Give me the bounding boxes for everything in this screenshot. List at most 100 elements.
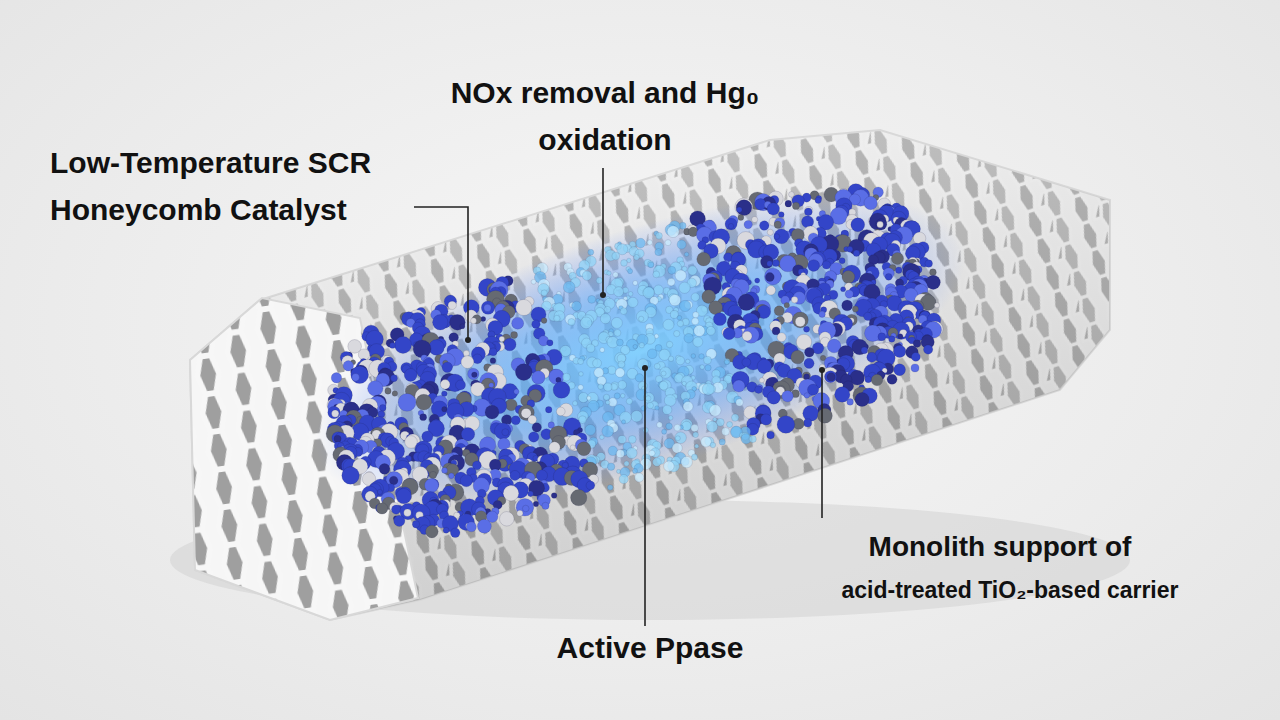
leader-line xyxy=(644,368,646,626)
leader-dot xyxy=(642,365,648,371)
callout-label: Low-Temperature SCR Honeycomb Catalyst xyxy=(50,140,410,233)
particle xyxy=(351,366,369,384)
particle xyxy=(804,358,814,368)
particle xyxy=(704,356,712,364)
particle xyxy=(679,282,690,293)
particle xyxy=(460,324,465,329)
particle xyxy=(368,381,383,396)
particle xyxy=(600,348,605,353)
leader-line xyxy=(602,168,604,295)
particle xyxy=(744,406,757,419)
active-phase-particles xyxy=(326,184,943,538)
particle xyxy=(774,218,784,228)
particle xyxy=(541,318,547,324)
particle xyxy=(767,391,780,404)
particle xyxy=(611,317,622,328)
particle xyxy=(604,306,611,313)
particle xyxy=(723,328,735,340)
particle xyxy=(742,358,751,367)
particle xyxy=(657,422,663,428)
particle xyxy=(468,368,479,379)
particle xyxy=(442,407,447,412)
particle xyxy=(621,260,628,267)
particle xyxy=(693,432,699,438)
particle xyxy=(742,331,752,341)
particle xyxy=(425,478,439,492)
particle xyxy=(664,395,676,407)
particle xyxy=(396,488,411,503)
particle xyxy=(693,337,703,347)
particle xyxy=(655,406,659,410)
particle xyxy=(706,326,715,335)
particle xyxy=(667,278,675,286)
particle xyxy=(628,436,636,444)
particle xyxy=(675,270,686,281)
particle xyxy=(620,308,627,315)
particle xyxy=(489,348,497,356)
particle xyxy=(646,396,651,401)
particle xyxy=(654,285,664,295)
particle xyxy=(822,261,830,269)
particle xyxy=(332,410,339,417)
particle xyxy=(774,234,780,240)
particle xyxy=(392,391,398,397)
particle xyxy=(864,196,877,209)
particle xyxy=(867,352,877,362)
particle xyxy=(795,317,805,327)
particle xyxy=(767,229,773,235)
particle xyxy=(736,399,743,406)
particle xyxy=(516,299,532,315)
particle xyxy=(578,385,583,390)
particle xyxy=(855,392,869,406)
particle xyxy=(614,329,621,336)
particle xyxy=(587,396,591,400)
particle xyxy=(842,300,853,311)
particle xyxy=(664,461,675,472)
particle xyxy=(694,325,705,336)
particle xyxy=(430,471,437,478)
particle xyxy=(616,339,623,346)
particle xyxy=(668,415,673,420)
particle xyxy=(635,374,643,382)
particle xyxy=(691,454,697,460)
particle xyxy=(691,293,699,301)
particle xyxy=(700,365,705,370)
particle xyxy=(841,287,846,292)
particle xyxy=(635,473,644,482)
particle xyxy=(614,393,620,399)
particle xyxy=(675,432,687,444)
particle xyxy=(679,300,690,311)
particle xyxy=(765,273,774,282)
particle xyxy=(588,295,596,303)
particle xyxy=(827,373,835,381)
particle xyxy=(923,345,932,354)
particle xyxy=(522,505,529,512)
particle xyxy=(665,240,671,246)
particle xyxy=(586,481,595,490)
particle xyxy=(772,260,779,267)
particle xyxy=(636,238,646,248)
particle xyxy=(448,301,456,309)
particle xyxy=(851,218,865,232)
particle xyxy=(553,382,570,399)
particle xyxy=(674,424,681,431)
particle xyxy=(614,287,624,297)
particle xyxy=(755,386,763,394)
particle xyxy=(620,412,632,424)
particle xyxy=(598,384,603,389)
particle xyxy=(515,364,532,381)
particle xyxy=(693,312,699,318)
particle xyxy=(749,435,756,442)
particle xyxy=(925,260,933,268)
particle xyxy=(695,444,699,448)
particle xyxy=(420,414,427,421)
particle xyxy=(885,273,892,280)
particle xyxy=(760,414,771,425)
particle xyxy=(379,404,386,411)
particle xyxy=(778,212,784,218)
particle xyxy=(489,383,494,388)
particle xyxy=(328,406,340,418)
particle xyxy=(616,450,624,458)
particle xyxy=(934,303,939,308)
particle xyxy=(532,371,545,384)
